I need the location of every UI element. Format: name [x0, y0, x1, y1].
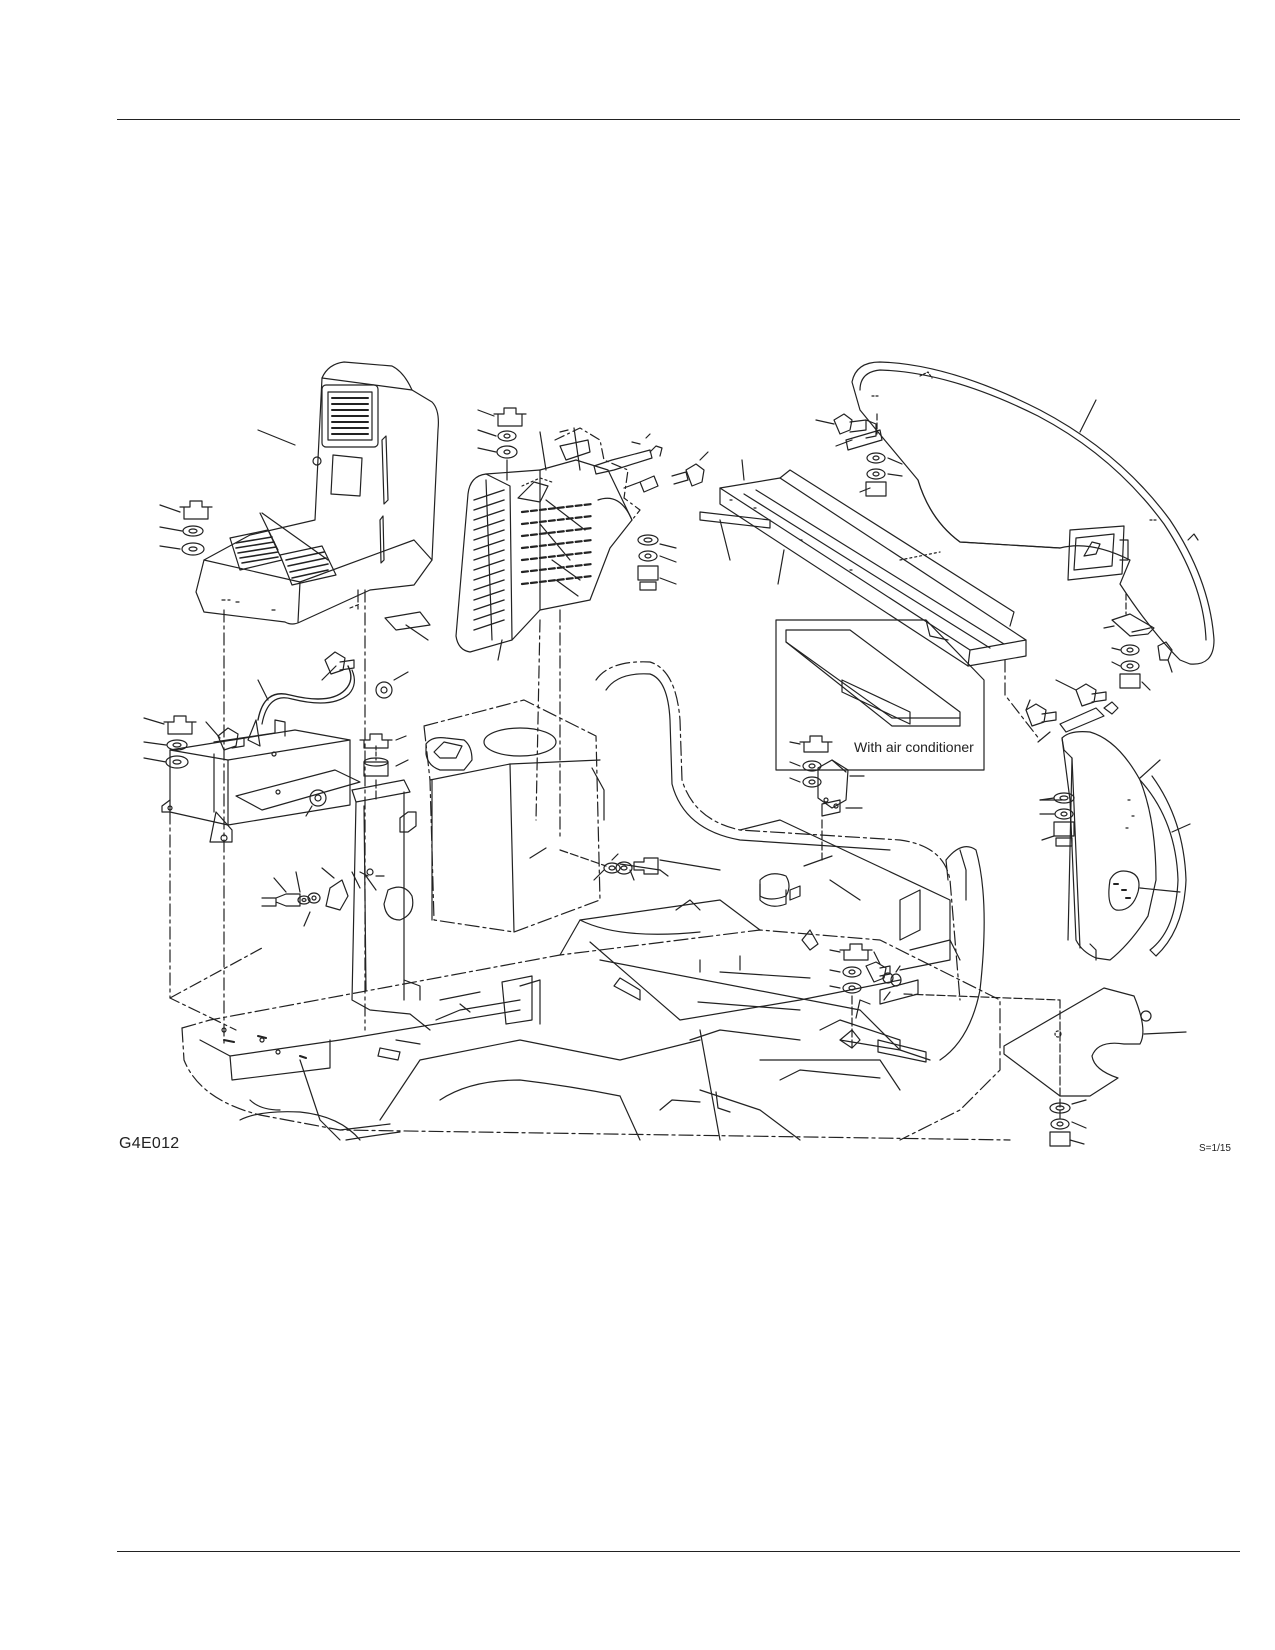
gas-spring-assembly [593, 433, 709, 493]
bolt-washer-stack-center [477, 407, 527, 481]
control-panel-part [195, 361, 439, 641]
bolt-washer-stack-bottom-right [1049, 1099, 1087, 1147]
wire-harness [257, 665, 352, 721]
bolt-washer-stack-left-upper [159, 500, 213, 556]
bolt-cluster-right-upper [1025, 679, 1119, 743]
hood-latch-parts [815, 413, 903, 497]
bolt-washer-row-center [559, 849, 669, 881]
fuel-tank [351, 699, 605, 1031]
bolt-washer-stack-center-right [637, 534, 677, 591]
header-rule [117, 119, 1240, 120]
battery-bracket [161, 719, 361, 843]
machine-frame [181, 899, 1011, 1141]
frame-crossmember [595, 661, 985, 1061]
figure-code: G4E012 [119, 1135, 180, 1152]
air-conditioner-inset: With air conditioner [775, 619, 985, 771]
hose-clamp-parts [261, 733, 409, 927]
footer-rule [117, 1551, 1240, 1552]
radiator-grille [455, 427, 641, 661]
engine-hood [851, 361, 1215, 665]
bolt-small-cluster-a [321, 651, 409, 699]
hood-lower-hinge [1103, 593, 1173, 691]
cover-plate-bottom-right [1003, 987, 1187, 1121]
bracket-center [789, 735, 865, 861]
rail-member [699, 459, 1041, 741]
bolt-washer-stack-right-mid [1039, 792, 1075, 847]
bolt-washer-stack-center-lower [829, 943, 1061, 1063]
figure-scale: S=1/15 [1199, 1143, 1231, 1154]
inset-label: With air conditioner [854, 739, 974, 755]
side-panel-right [1061, 731, 1191, 961]
bolt-washer-stack-left-lower [143, 715, 327, 817]
